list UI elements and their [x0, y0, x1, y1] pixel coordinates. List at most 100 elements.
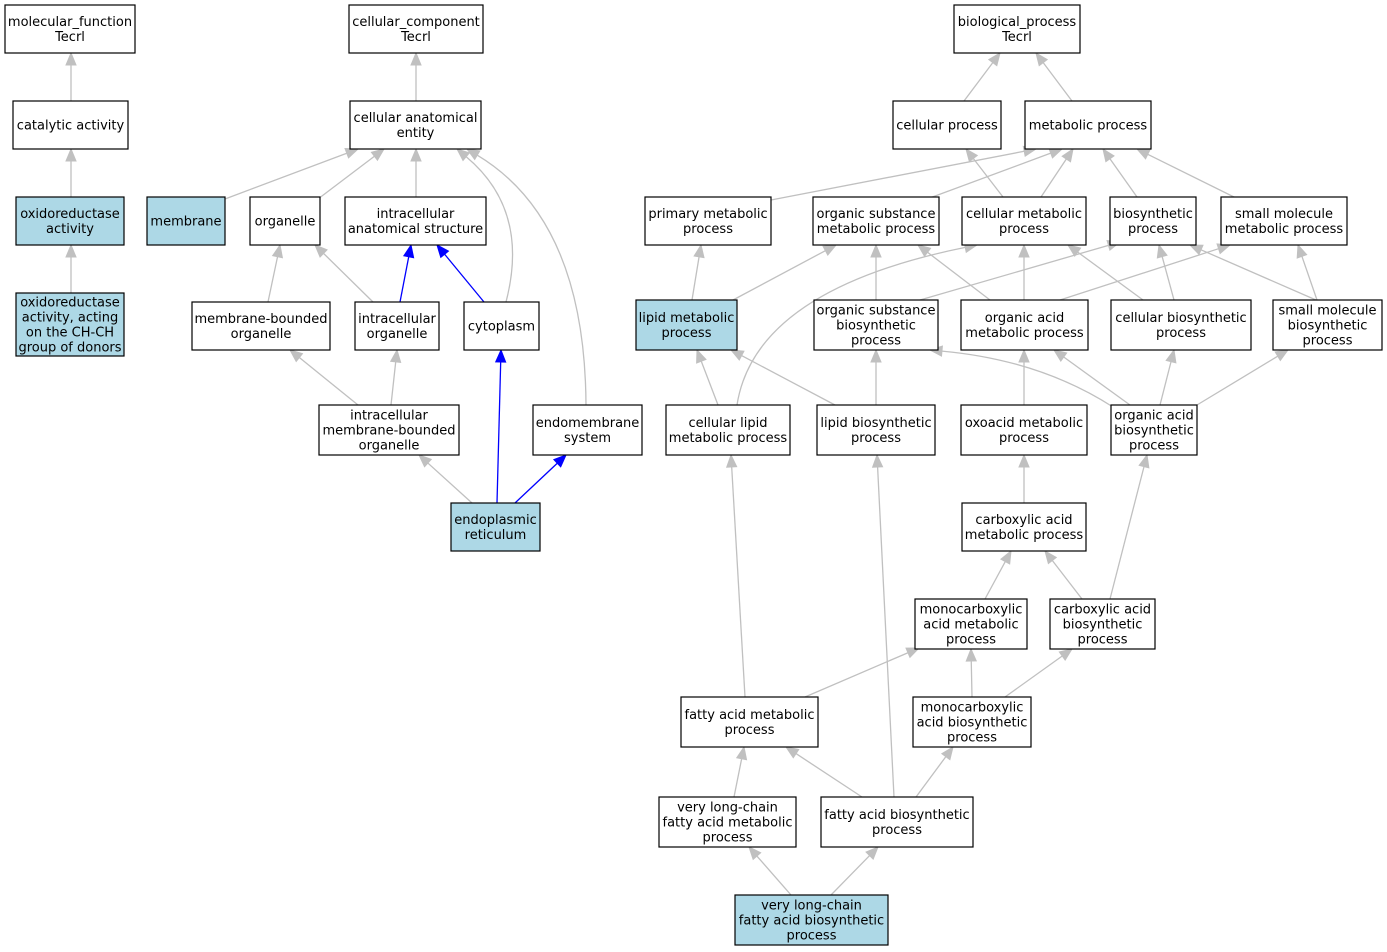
node-label-line: intracellular [358, 312, 436, 327]
node-label-line: monocarboxylic [920, 603, 1023, 618]
node-box [635, 299, 738, 351]
edge-oamp-to-cmp [1018, 243, 1030, 300]
arrowhead [436, 243, 450, 259]
arrowhead [456, 148, 471, 162]
edge-endo-to-cae [465, 148, 587, 406]
arrowhead [494, 348, 507, 363]
arrowhead [784, 746, 800, 759]
node-cp[interactable]: cellular process [892, 100, 1002, 150]
node-label-line: process [851, 334, 901, 349]
edge-smbp-to-smmp [1296, 243, 1318, 301]
node-box [892, 100, 1002, 150]
edge-vlcfabp-to-fabp [830, 846, 879, 896]
node-label-line: fatty acid metabolic [663, 816, 793, 831]
node-label-line: metabolic process [1029, 119, 1148, 134]
edge-cp-to-bp_root [963, 51, 1001, 102]
edge-fabp-to-mcabp [915, 745, 954, 798]
edge-vlcfabp-to-vlcfamp [748, 846, 792, 896]
node-label-line: process [999, 431, 1049, 446]
arrowhead [1156, 243, 1168, 259]
node-box [960, 404, 1088, 456]
node-label-line: fatty acid metabolic [685, 708, 815, 723]
node-box [1024, 100, 1152, 150]
edge-line [691, 256, 700, 301]
edge-line [970, 660, 973, 698]
edge-cabp-to-oabp [1109, 453, 1150, 600]
arrowhead [1018, 348, 1030, 363]
node-label-line: system [564, 431, 611, 446]
node-cytoplasm[interactable]: cytoplasm [463, 301, 540, 351]
arrowhead [1274, 349, 1290, 362]
node-mp[interactable]: metabolic process [1024, 100, 1152, 150]
arrowhead [1138, 453, 1150, 469]
edge-line [399, 256, 410, 303]
edge-line [1159, 361, 1172, 406]
edge-line [700, 360, 719, 406]
node-label-line: organelle [359, 439, 420, 454]
node-box [1220, 196, 1348, 246]
arrowhead [871, 453, 884, 468]
edge-line [1063, 356, 1131, 406]
node-label-line: organic acid [1114, 409, 1193, 424]
edge-line [963, 62, 994, 102]
node-label-line: biological_process [958, 15, 1077, 30]
edge-line [1301, 256, 1318, 301]
node-label-line: process [787, 929, 837, 944]
node-label-line: small molecule [1235, 207, 1333, 222]
node-label-line: carboxylic acid [1054, 603, 1151, 618]
node-organelle[interactable]: organelle [249, 196, 321, 246]
arrowhead [1102, 147, 1115, 163]
edge-cae-to-cc_root [410, 51, 422, 101]
node-box [813, 299, 939, 351]
node-box [146, 196, 226, 246]
node-label-line: metabolic process [1225, 222, 1344, 237]
edge-mcabp-to-cabp [1004, 648, 1074, 698]
node-box [1109, 196, 1197, 246]
node-cat-act[interactable]: catalytic activity [12, 100, 129, 150]
node-box [665, 404, 791, 456]
edge-line [756, 855, 792, 896]
arrowhead [965, 147, 979, 163]
node-label-line: metabolic process [965, 528, 1084, 543]
node-box [349, 100, 482, 150]
node-label-line: biosynthetic [1288, 319, 1368, 334]
node-membrane[interactable]: membrane [146, 196, 226, 246]
edge-oamp-to-osmp [916, 244, 991, 301]
edge-line [317, 155, 375, 200]
node-label-line: process [1128, 222, 1178, 237]
